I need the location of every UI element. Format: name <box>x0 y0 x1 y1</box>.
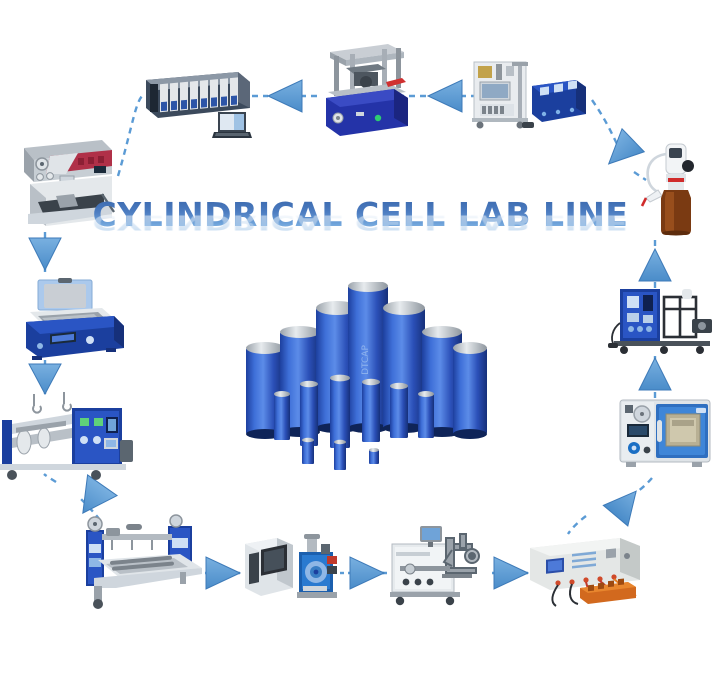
link-punching-to-tester <box>116 95 143 177</box>
cell-small-3 <box>330 374 350 448</box>
arrow-mixer-to-coater <box>28 363 62 396</box>
cell-large-6 <box>453 342 487 439</box>
svg-text:DTCAP: DTCAP <box>361 345 371 375</box>
ultrasonic-welder[interactable]: Ultrasonic Welding Machine <box>241 530 345 606</box>
cell-small-1 <box>274 391 290 440</box>
arrow-coater-to-rollerpress <box>82 474 119 514</box>
cell-tiny-1 <box>302 437 314 464</box>
crimping-machine[interactable]: Crimping Machine <box>316 38 412 142</box>
arrow-oven-to-grooving <box>638 356 672 391</box>
cylindrical-cells-group: DTCAP <box>238 282 488 477</box>
arrow-sealer-to-crimper <box>426 79 463 113</box>
grooving-sealing-machine[interactable]: Grooving Machine <box>606 283 716 361</box>
cell-small-2 <box>300 380 318 446</box>
cell-tiny-2 <box>334 439 346 470</box>
vacuum-drying-oven[interactable]: Vacuum Drying Oven <box>612 392 716 478</box>
formation-grading-tester[interactable]: Formation & Grading System <box>524 532 648 608</box>
arrow-rollerpress-to-welder <box>205 556 242 590</box>
arrow-formation-to-oven <box>602 490 637 527</box>
arrow-punching-to-mixer <box>28 237 62 272</box>
arrow-winder-to-formation <box>493 556 530 590</box>
roller-press[interactable]: Roller Press <box>76 512 206 612</box>
arrow-crimper-to-tester <box>266 79 303 113</box>
arrow-filling-to-sealer <box>607 127 646 165</box>
winding-machine[interactable]: Cylindrical Winding Machine <box>386 522 490 610</box>
link-sealer-to-filling-2 <box>633 171 647 181</box>
cell-tiny-3 <box>369 448 379 464</box>
battery-testing-system[interactable]: Battery Testing System <box>140 62 252 124</box>
arrow-grooving-to-filling <box>638 247 672 282</box>
cell-small-4 <box>362 378 380 442</box>
punching-machine[interactable]: Electrode Punching Machine <box>16 136 120 236</box>
laptop-computer[interactable]: Control Laptop <box>210 110 252 142</box>
electrolyte-filling-bottle[interactable]: Electrolyte Filling Machine <box>636 140 700 240</box>
link-oven-to-formation-2 <box>567 515 587 535</box>
link-roller-to-coater-2 <box>43 473 57 483</box>
cell-small-6 <box>418 391 434 438</box>
arrow-welder-to-winder <box>349 556 386 590</box>
sealing-machine[interactable]: Sealing Machine <box>466 56 588 136</box>
vacuum-mixer[interactable]: Vacuum Mixer <box>16 278 126 368</box>
coating-machine[interactable]: Coating Machine <box>0 390 134 486</box>
cell-small-5 <box>390 382 408 438</box>
